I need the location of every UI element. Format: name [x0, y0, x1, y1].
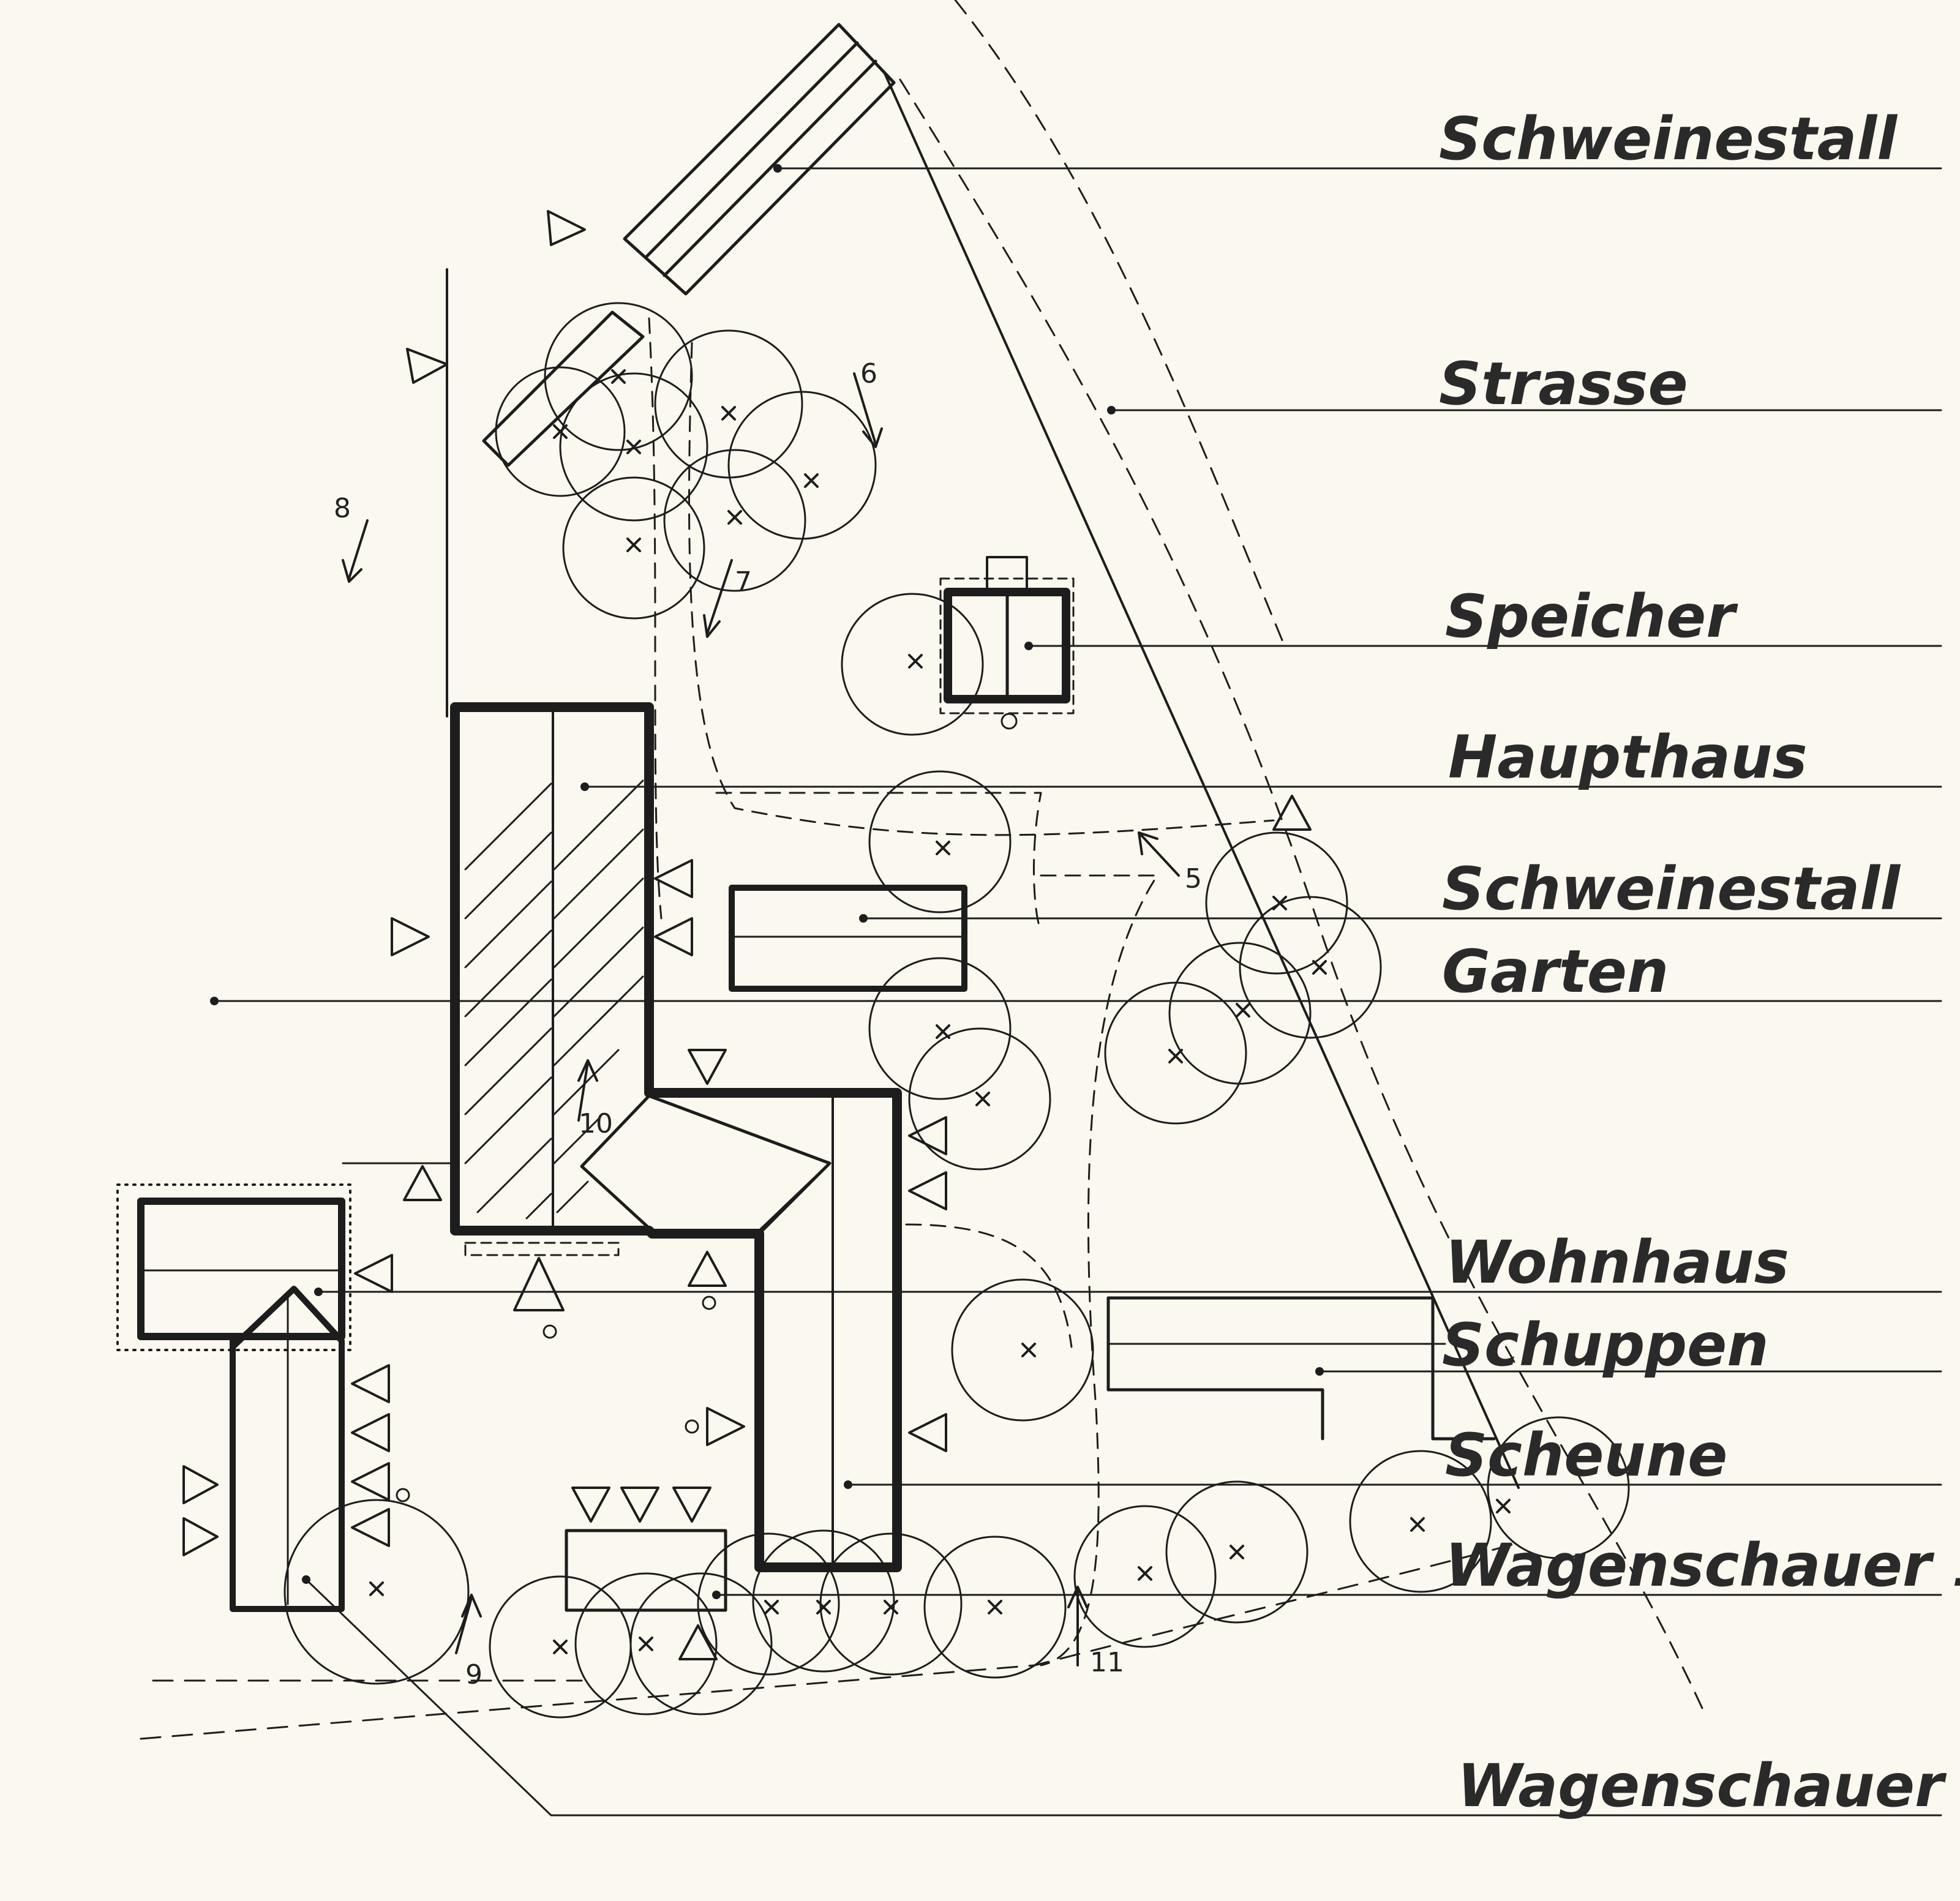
label-schweinestall-2: Schweinestall — [1442, 855, 1901, 923]
viewpoint-11-label: 11 — [1090, 1647, 1124, 1678]
viewpoint-10-label: 10 — [579, 1108, 613, 1139]
road — [140, 0, 1703, 1740]
road-edge-line — [884, 72, 1520, 1489]
inner-dashed-path — [648, 317, 1073, 1348]
building-schweinestall-1 — [482, 23, 896, 467]
trees — [283, 302, 1630, 1719]
label-schuppen: Schuppen — [1442, 1311, 1769, 1379]
building-speicher — [939, 556, 1075, 730]
label-speicher: Speicher — [1445, 582, 1738, 651]
label-wagenschauer-1: Wagenschauer 1 — [1445, 1531, 1960, 1600]
building-schuppen — [1106, 1296, 1496, 1441]
label-scheune: Scheune — [1445, 1421, 1727, 1490]
building-wagenschauer-1 — [565, 1529, 727, 1612]
viewpoint-arrows — [342, 372, 1180, 1667]
road-dashed-edge — [899, 78, 1703, 1709]
building-haupthaus — [450, 702, 902, 1572]
label-schweinestall-1: Schweinestall — [1439, 105, 1898, 173]
lane-dashed-lower — [140, 1542, 1520, 1740]
triangle-markers — [182, 210, 1312, 1660]
viewpoint-6-label: 6 — [860, 358, 877, 389]
viewpoint-5-label: 5 — [1185, 863, 1202, 894]
label-haupthaus: Haupthaus — [1448, 723, 1808, 792]
path-dashed — [954, 0, 1287, 650]
leader-lines — [213, 167, 1942, 1817]
label-garten: Garten — [1442, 937, 1669, 1006]
label-wagenschauer-2: Wagenschauer 2 — [1457, 1752, 1960, 1820]
yard-dashed-path — [688, 342, 1275, 1667]
building-wohnhaus — [116, 1183, 351, 1612]
viewpoint-7-label: 7 — [735, 566, 752, 598]
label-wohnhaus: Wohnhaus — [1445, 1228, 1789, 1297]
small-circles — [396, 1295, 716, 1502]
leader-dots — [210, 164, 1324, 1599]
tree-centers — [369, 369, 1511, 1654]
hatching-haupthaus — [464, 779, 644, 1220]
building-schweinestall-2 — [729, 885, 967, 992]
label-strasse: Strasse — [1439, 350, 1688, 418]
viewpoint-9-label: 9 — [465, 1659, 482, 1690]
viewpoint-8-label: 8 — [334, 493, 351, 524]
